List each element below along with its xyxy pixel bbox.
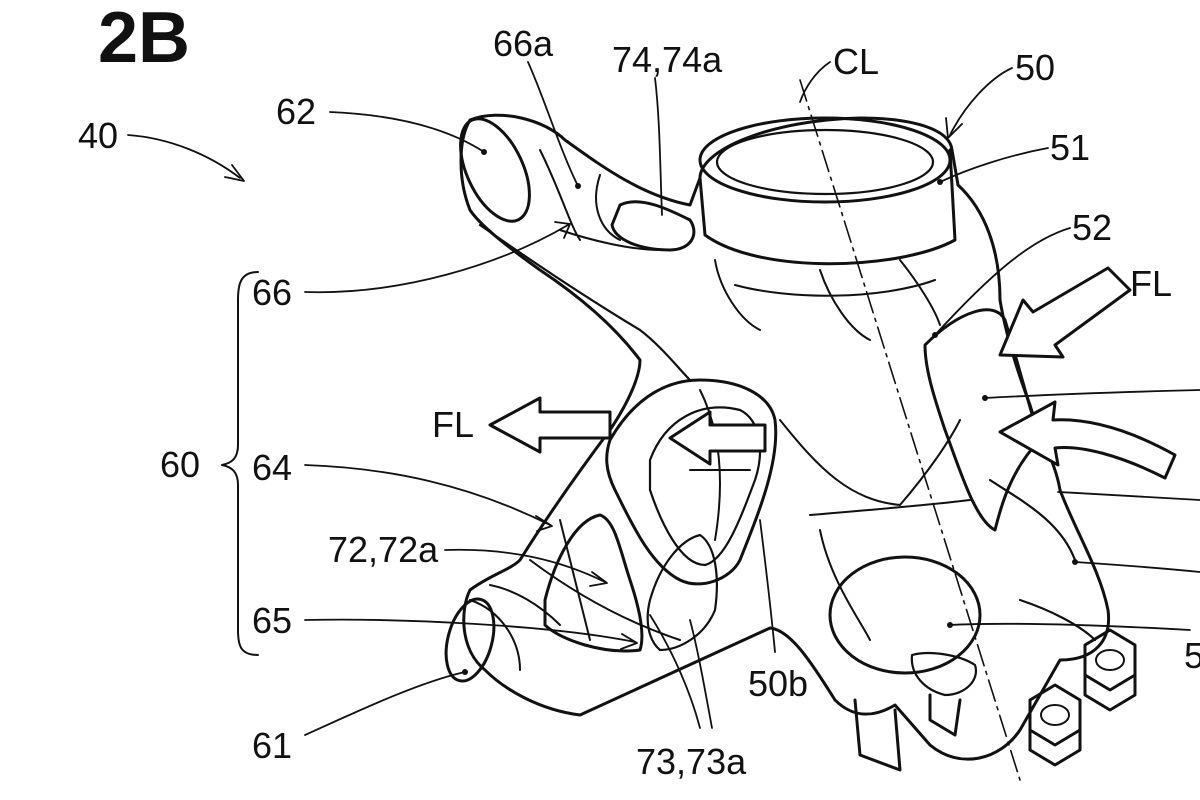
leader-50 bbox=[949, 67, 1013, 136]
lower-arm-end bbox=[444, 597, 496, 683]
leader-51 bbox=[939, 147, 1049, 183]
label-66a: 66a bbox=[493, 23, 554, 64]
leader-73b bbox=[689, 619, 713, 729]
leader-64 bbox=[304, 464, 551, 526]
leader-62 bbox=[329, 111, 485, 153]
label-fl-left: FL bbox=[432, 404, 474, 445]
leader-5-upper bbox=[984, 389, 1200, 399]
leader-65 bbox=[304, 618, 636, 643]
arm-64-rib bbox=[689, 389, 751, 541]
label-fl-right: FL bbox=[1130, 263, 1172, 304]
label-72: 72,72a bbox=[328, 529, 439, 570]
flow-arrow-left bbox=[488, 396, 612, 454]
knuckle-drawing bbox=[444, 79, 1137, 781]
right-bracket bbox=[988, 478, 1097, 642]
bolt-upper bbox=[1083, 628, 1137, 712]
label-5-cut: 5 bbox=[1184, 635, 1200, 676]
bolt-lower bbox=[1028, 683, 1082, 767]
leader-66-head bbox=[554, 221, 571, 239]
label-52: 52 bbox=[1072, 207, 1112, 248]
upper-collar-flats bbox=[714, 259, 941, 341]
leader-73a bbox=[649, 614, 701, 729]
arm-64-window-outer bbox=[605, 378, 778, 586]
label-64: 64 bbox=[252, 447, 292, 488]
label-51: 51 bbox=[1050, 127, 1090, 168]
leader-5-mid bbox=[1057, 491, 1200, 501]
leader-61 bbox=[304, 671, 466, 736]
leader-50-head bbox=[945, 117, 963, 139]
leader-64-head bbox=[535, 515, 553, 532]
leader-66a bbox=[527, 61, 579, 187]
flow-arrow-right-lower bbox=[998, 400, 1177, 480]
upper-bore-collar bbox=[698, 148, 957, 266]
brace-60 bbox=[221, 271, 259, 656]
leader-66 bbox=[304, 224, 569, 294]
flow-arrow-inner bbox=[668, 410, 767, 466]
flow-arrow-right-upper bbox=[998, 266, 1132, 359]
arm-66-web bbox=[478, 223, 692, 382]
side-window-52 bbox=[923, 308, 1042, 532]
label-60: 60 bbox=[160, 444, 200, 485]
upper-arm-slot-74 bbox=[610, 200, 696, 252]
label-73: 73,73a bbox=[636, 741, 747, 782]
flow-arrows bbox=[488, 266, 1177, 480]
lower-arm-rib bbox=[529, 519, 681, 641]
label-50: 50 bbox=[1015, 47, 1055, 88]
lower-bore-tab bbox=[928, 693, 962, 737]
leader-lines bbox=[127, 61, 1200, 736]
leader-40 bbox=[127, 134, 241, 179]
leader-65-head bbox=[620, 633, 638, 650]
upper-arm-end bbox=[459, 117, 531, 223]
leader-50b bbox=[759, 519, 776, 653]
lower-bore bbox=[828, 555, 982, 675]
label-66: 66 bbox=[252, 272, 292, 313]
label-50b: 50b bbox=[748, 663, 808, 704]
bottom-tab bbox=[853, 698, 902, 772]
window-72 bbox=[543, 513, 644, 653]
leader-72 bbox=[444, 548, 606, 583]
figure-label: 2B bbox=[98, 0, 190, 78]
leader-72-head bbox=[589, 571, 608, 587]
upper-bore-inner bbox=[715, 128, 935, 196]
leader-5-mid2 bbox=[1074, 561, 1200, 573]
leader-74 bbox=[654, 77, 663, 216]
leader-cl bbox=[799, 61, 831, 103]
label-40: 40 bbox=[78, 115, 118, 156]
centerline-cl bbox=[799, 79, 1021, 781]
reference-labels: 40 62 66a 74,74a CL 50 51 52 FL 66 60 64… bbox=[78, 23, 1200, 782]
lower-arm-lip bbox=[469, 584, 561, 671]
label-61: 61 bbox=[252, 725, 292, 766]
leader-40-head bbox=[224, 164, 245, 182]
lower-bore-slot bbox=[910, 651, 978, 697]
label-74: 74,74a bbox=[612, 39, 723, 80]
leader-5-lower bbox=[949, 622, 1191, 631]
label-62: 62 bbox=[276, 91, 316, 132]
reference-dots bbox=[462, 149, 1078, 675]
label-65: 65 bbox=[252, 600, 292, 641]
body-center-lines bbox=[779, 419, 971, 641]
label-cl: CL bbox=[833, 41, 879, 82]
window-73 bbox=[646, 533, 718, 652]
leader-52 bbox=[934, 227, 1071, 336]
